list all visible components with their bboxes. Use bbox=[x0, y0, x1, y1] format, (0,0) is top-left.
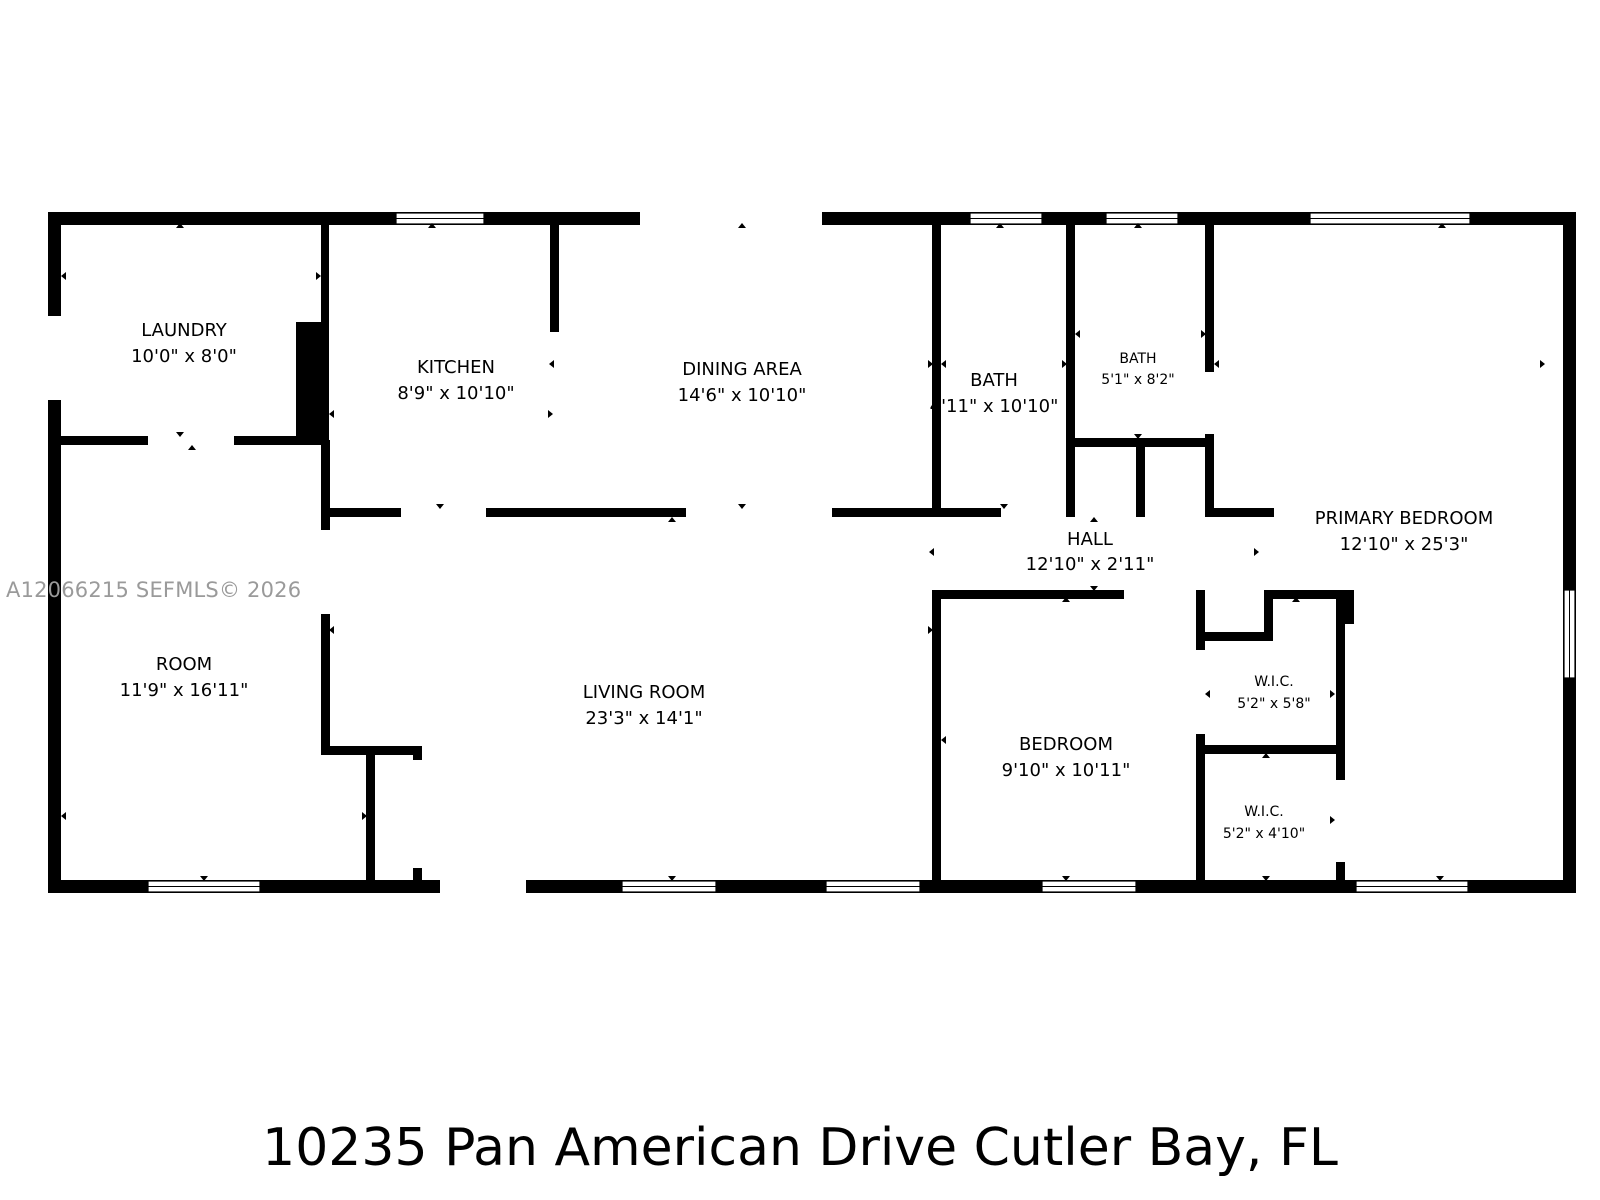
room-label-dining-area: DINING AREA bbox=[682, 359, 802, 380]
room-label-bath-1: BATH bbox=[970, 370, 1018, 391]
interior-walls bbox=[48, 212, 1354, 893]
room-dims-hall: 12'10" x 2'11" bbox=[1026, 554, 1155, 575]
dimension-ticks bbox=[61, 223, 1545, 881]
room-labels: LAUNDRY 10'0" x 8'0" KITCHEN 8'9" x 10'1… bbox=[120, 320, 1494, 842]
mls-watermark: A12066215 SEFMLS© 2026 bbox=[6, 578, 302, 602]
room-dims-wic-2: 5'2" x 4'10" bbox=[1223, 826, 1305, 842]
room-label-primary-bedroom: PRIMARY BEDROOM bbox=[1315, 508, 1494, 529]
room-dims-room: 11'9" x 16'11" bbox=[120, 680, 249, 701]
room-label-wic-1: W.I.C. bbox=[1254, 674, 1294, 690]
room-dims-bedroom: 9'10" x 10'11" bbox=[1002, 760, 1131, 781]
room-dims-dining-area: 14'6" x 10'10" bbox=[678, 385, 807, 406]
room-label-kitchen: KITCHEN bbox=[417, 357, 495, 378]
room-dims-primary-bedroom: 12'10" x 25'3" bbox=[1340, 534, 1469, 555]
room-dims-wic-1: 5'2" x 5'8" bbox=[1237, 696, 1310, 712]
room-dims-living-room: 23'3" x 14'1" bbox=[585, 708, 702, 729]
room-label-bedroom: BEDROOM bbox=[1019, 734, 1113, 755]
room-label-laundry: LAUNDRY bbox=[141, 320, 228, 341]
property-address: 10235 Pan American Drive Cutler Bay, FL bbox=[262, 1118, 1338, 1178]
room-label-bath-2: BATH bbox=[1119, 351, 1156, 367]
room-dims-bath-2: 5'1" x 8'2" bbox=[1101, 372, 1174, 388]
exterior-openings bbox=[46, 210, 822, 895]
room-label-wic-2: W.I.C. bbox=[1244, 804, 1284, 820]
room-dims-kitchen: 8'9" x 10'10" bbox=[397, 383, 514, 404]
room-label-living-room: LIVING ROOM bbox=[583, 682, 705, 703]
room-label-room: ROOM bbox=[156, 654, 212, 675]
room-label-hall: HALL bbox=[1067, 529, 1113, 550]
room-dims-bath-1: 4'11" x 10'10" bbox=[930, 396, 1059, 417]
room-dims-laundry: 10'0" x 8'0" bbox=[131, 346, 237, 367]
